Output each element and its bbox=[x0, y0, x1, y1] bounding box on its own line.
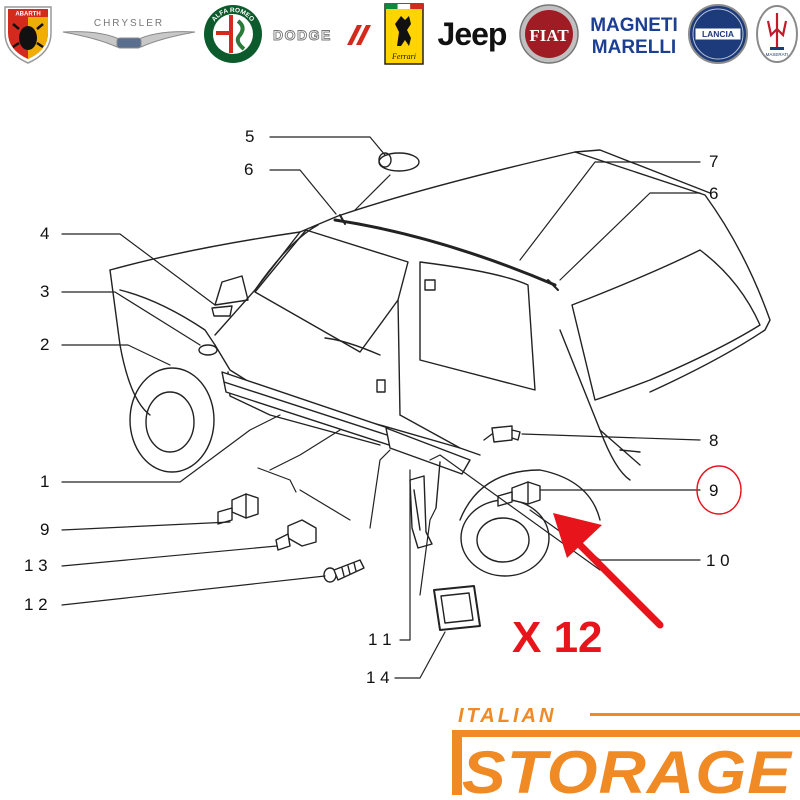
dodge-logo: DODGE bbox=[268, 2, 372, 66]
clip-part-9-left bbox=[217, 493, 259, 525]
callout-5: 5 bbox=[245, 127, 254, 146]
ferrari-logo-text: Ferrari bbox=[391, 52, 416, 61]
callout-10: 1 0 bbox=[706, 551, 730, 570]
roof-marker-lamp bbox=[378, 152, 420, 172]
abarth-logo: ABARTH bbox=[0, 2, 56, 66]
fiat-logo: FIAT bbox=[516, 2, 582, 66]
car-illustration bbox=[109, 149, 771, 577]
dodge-logo-text: DODGE bbox=[273, 27, 332, 43]
italian-storage-logo: ITALIAN STORAGE bbox=[452, 705, 800, 800]
brand-logo-strip: ABARTH CHRYSLER ALFA ROMEO DO bbox=[0, 0, 800, 72]
screw-part-12 bbox=[323, 559, 365, 583]
clip-part-9-right bbox=[497, 481, 541, 507]
callout-6-right: 6 bbox=[709, 184, 718, 203]
callout-3: 3 bbox=[40, 282, 49, 301]
magneti-marelli-line2: MARELLI bbox=[592, 37, 676, 58]
callout-1: 1 bbox=[40, 472, 49, 491]
callout-2: 2 bbox=[40, 335, 49, 354]
abarth-logo-text: ABARTH bbox=[15, 12, 40, 18]
maserati-logo-text: MASERATI bbox=[766, 52, 789, 57]
door-mirror bbox=[211, 275, 249, 317]
chrysler-logo-text: CHRYSLER bbox=[94, 18, 164, 29]
side-repeater-lamp bbox=[198, 344, 218, 356]
ferrari-logo: Ferrari bbox=[380, 2, 428, 66]
rear-quarter-moulding bbox=[409, 475, 433, 549]
jeep-logo: Jeep bbox=[430, 2, 514, 66]
callout-8: 8 bbox=[709, 431, 718, 450]
brand-top-word: ITALIAN bbox=[458, 705, 556, 727]
lancia-logo-text: LANCIA bbox=[702, 29, 734, 39]
jeep-logo-text: Jeep bbox=[438, 16, 507, 52]
chrysler-logo: CHRYSLER bbox=[60, 2, 198, 66]
parts-diagram: 5 6 7 6 4 3 2 8 1 9 9 1 3 1 0 1 2 1 1 1 … bbox=[24, 127, 771, 687]
callout-9-right: 9 bbox=[709, 481, 718, 500]
callout-7: 7 bbox=[709, 152, 718, 171]
quantity-label: X 12 bbox=[512, 613, 603, 662]
red-arrow bbox=[553, 513, 664, 629]
magneti-marelli-line1: MAGNETI bbox=[590, 15, 678, 36]
fiat-logo-text: FIAT bbox=[529, 26, 569, 45]
callout-6-left: 6 bbox=[244, 160, 253, 179]
maserati-logo: MASERATI bbox=[754, 2, 800, 66]
callout-14: 1 4 bbox=[366, 668, 390, 687]
adhesive-pad bbox=[433, 585, 481, 631]
alfa-romeo-logo: ALFA ROMEO bbox=[200, 2, 266, 66]
highlight-circle bbox=[696, 465, 742, 515]
roof-drip-moulding bbox=[333, 218, 557, 287]
callout-9-left: 9 bbox=[40, 520, 49, 539]
callout-12: 1 2 bbox=[24, 595, 48, 614]
magneti-marelli-logo: MAGNETI MARELLI bbox=[586, 2, 682, 66]
callout-4: 4 bbox=[40, 224, 49, 243]
callout-11: 1 1 bbox=[368, 630, 392, 649]
lancia-logo: LANCIA bbox=[686, 2, 750, 66]
clip-part-13 bbox=[275, 519, 317, 551]
side-moulding bbox=[221, 371, 471, 509]
brand-main-word: STORAGE bbox=[462, 739, 793, 800]
clip-part-8 bbox=[483, 425, 521, 443]
callout-13: 1 3 bbox=[24, 556, 48, 575]
